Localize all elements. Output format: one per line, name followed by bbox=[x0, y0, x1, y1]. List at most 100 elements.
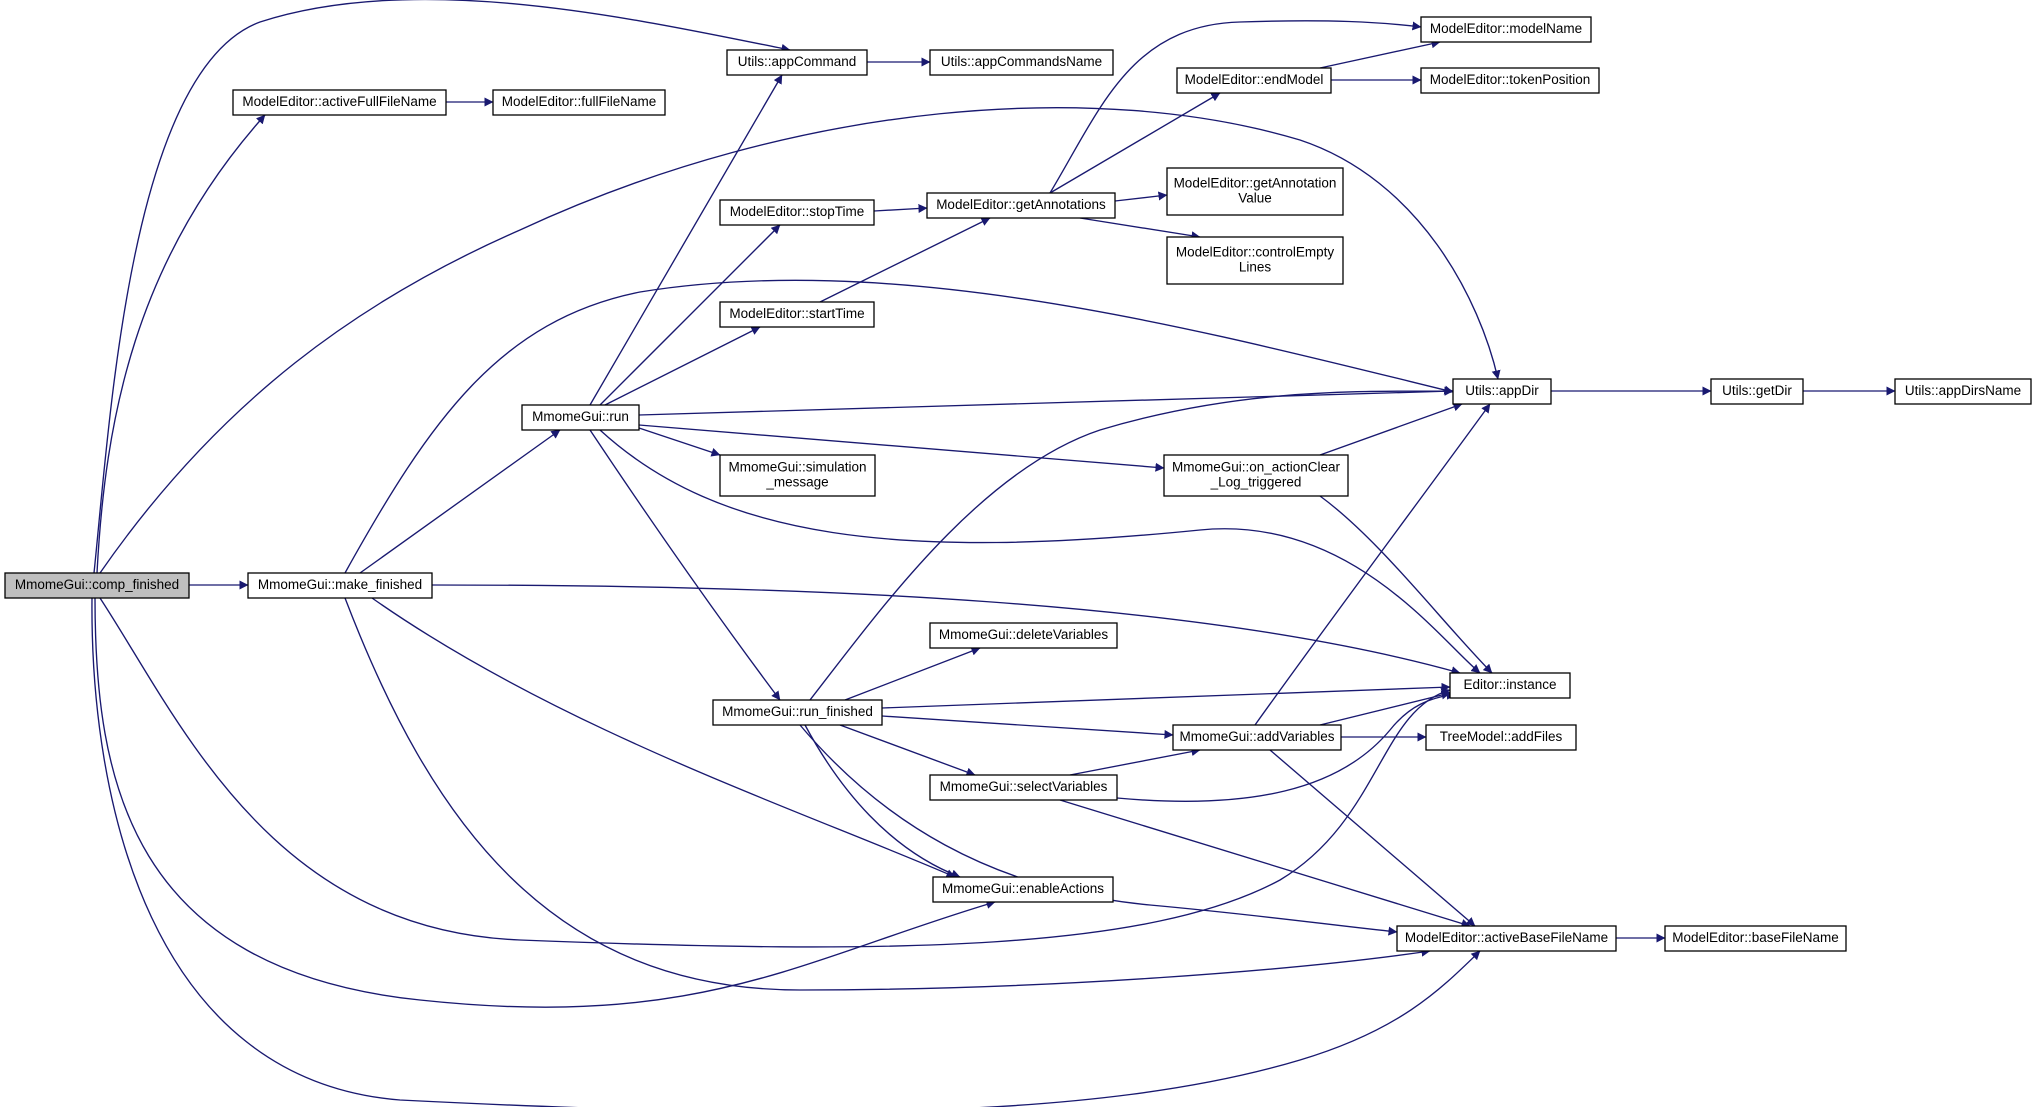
node-box bbox=[247, 572, 433, 599]
node-appCommand[interactable]: Utils::appCommand bbox=[726, 49, 868, 76]
node-label: MmomeGui::selectVariables bbox=[940, 779, 1108, 794]
edge-run_finished-to-addVariables bbox=[881, 715, 1174, 739]
node-label: MmomeGui::comp_finished bbox=[15, 577, 179, 592]
node-label: Utils::appDirsName bbox=[1905, 383, 2021, 398]
node-deleteVariables[interactable]: MmomeGui::deleteVariables bbox=[929, 622, 1118, 649]
node-label: MmomeGui::enableActions bbox=[942, 881, 1104, 896]
node-box bbox=[492, 89, 666, 116]
node-tokenPosition[interactable]: ModelEditor::tokenPosition bbox=[1420, 67, 1600, 94]
edge-run_finished-to-deleteVariables bbox=[844, 646, 981, 701]
node-endModel[interactable]: ModelEditor::endModel bbox=[1176, 67, 1332, 94]
edge-stopTime-to-getAnnotations bbox=[873, 203, 928, 213]
node-box bbox=[1166, 167, 1344, 216]
edge-run-to-editorInstance bbox=[599, 429, 1481, 674]
edge-run_finished-to-enableActions bbox=[804, 724, 961, 879]
node-box bbox=[1710, 378, 1804, 405]
edge-comp_finished-to-enableActions bbox=[94, 597, 996, 1008]
edge-make_finished-to-enableActions bbox=[371, 597, 956, 878]
node-box bbox=[1420, 67, 1600, 94]
node-label: ModelEditor::fullFileName bbox=[502, 94, 657, 109]
node-label: MmomeGui::make_finished bbox=[258, 577, 422, 592]
edge-comp_finished-to-activeFullFileName bbox=[96, 114, 266, 574]
node-box bbox=[926, 192, 1116, 219]
node-label: ModelEditor::startTime bbox=[729, 306, 864, 321]
node-label: Lines bbox=[1239, 260, 1272, 275]
edge-addVariables-to-editorInstance bbox=[1319, 690, 1451, 726]
node-comp_finished[interactable]: MmomeGui::comp_finished bbox=[4, 572, 190, 599]
node-on_actionClear[interactable]: MmomeGui::on_actionClear_Log_triggered bbox=[1163, 454, 1349, 497]
edge-run_finished-to-selectVariables bbox=[839, 724, 976, 777]
node-box bbox=[719, 301, 875, 328]
edge-getAnnotations-to-getAnnotationValue bbox=[1114, 191, 1168, 202]
node-box bbox=[929, 774, 1118, 801]
node-label: MmomeGui::on_actionClear bbox=[1172, 460, 1341, 475]
edge-addVariables-to-appDir bbox=[1254, 403, 1491, 726]
node-appCommandsName[interactable]: Utils::appCommandsName bbox=[929, 49, 1114, 76]
node-activeFullFileName[interactable]: ModelEditor::activeFullFileName bbox=[232, 89, 447, 116]
edge-selectVariables-to-editorInstance bbox=[1116, 690, 1456, 802]
node-label: ModelEditor::getAnnotation bbox=[1174, 176, 1337, 191]
node-label: ModelEditor::getAnnotations bbox=[936, 197, 1106, 212]
edge-run_finished-to-activeBaseFileName bbox=[799, 724, 1398, 936]
node-box bbox=[1425, 724, 1577, 751]
node-addFiles[interactable]: TreeModel::addFiles bbox=[1425, 724, 1577, 751]
node-box bbox=[929, 49, 1114, 76]
node-box bbox=[726, 49, 868, 76]
edge-endModel-to-modelName bbox=[1319, 39, 1441, 69]
node-box bbox=[1166, 236, 1344, 285]
node-fullFileName[interactable]: ModelEditor::fullFileName bbox=[492, 89, 666, 116]
node-getDir[interactable]: Utils::getDir bbox=[1710, 378, 1804, 405]
node-baseFileName[interactable]: ModelEditor::baseFileName bbox=[1664, 925, 1847, 952]
node-appDirsName[interactable]: Utils::appDirsName bbox=[1894, 378, 2032, 405]
edge-run-to-on_actionClear bbox=[638, 424, 1165, 472]
node-label: ModelEditor::activeBaseFileName bbox=[1405, 930, 1608, 945]
node-simulation_message[interactable]: MmomeGui::simulation_message bbox=[719, 454, 876, 497]
node-startTime[interactable]: ModelEditor::startTime bbox=[719, 301, 875, 328]
node-activeBaseFileName[interactable]: ModelEditor::activeBaseFileName bbox=[1396, 925, 1617, 952]
edges-layer bbox=[91, 0, 1896, 1107]
node-stopTime[interactable]: ModelEditor::stopTime bbox=[719, 199, 875, 226]
node-label: ModelEditor::modelName bbox=[1430, 21, 1582, 36]
node-label: Editor::instance bbox=[1463, 677, 1556, 692]
node-box bbox=[1452, 378, 1552, 405]
node-enableActions[interactable]: MmomeGui::enableActions bbox=[932, 876, 1114, 903]
node-box bbox=[712, 699, 883, 726]
node-label: ModelEditor::activeFullFileName bbox=[242, 94, 436, 109]
node-box bbox=[1396, 925, 1617, 952]
node-box bbox=[932, 876, 1114, 903]
edge-startTime-to-getAnnotations bbox=[819, 217, 991, 303]
node-run_finished[interactable]: MmomeGui::run_finished bbox=[712, 699, 883, 726]
edge-run-to-appDir bbox=[638, 386, 1454, 416]
node-box bbox=[1176, 67, 1332, 94]
edge-on_actionClear-to-appDir bbox=[1319, 402, 1463, 456]
node-label: Utils::appCommandsName bbox=[941, 54, 1102, 69]
node-modelName[interactable]: ModelEditor::modelName bbox=[1420, 16, 1592, 43]
edge-selectVariables-to-addVariables bbox=[1069, 747, 1201, 776]
edge-addVariables-to-activeBaseFileName bbox=[1269, 749, 1476, 927]
node-label: _Log_triggered bbox=[1210, 475, 1302, 490]
node-box bbox=[1449, 672, 1571, 699]
node-label: TreeModel::addFiles bbox=[1440, 729, 1563, 744]
node-label: Value bbox=[1238, 191, 1272, 206]
edge-comp_finished-to-appDir bbox=[99, 107, 1501, 574]
edge-comp_finished-to-appCommand bbox=[93, 0, 791, 574]
node-editorInstance[interactable]: Editor::instance bbox=[1449, 672, 1571, 699]
edge-run-to-startTime bbox=[604, 326, 761, 406]
node-label: ModelEditor::baseFileName bbox=[1672, 930, 1839, 945]
node-box bbox=[719, 199, 875, 226]
node-appDir[interactable]: Utils::appDir bbox=[1452, 378, 1552, 405]
node-addVariables[interactable]: MmomeGui::addVariables bbox=[1172, 724, 1342, 751]
node-selectVariables[interactable]: MmomeGui::selectVariables bbox=[929, 774, 1118, 801]
edge-on_actionClear-to-editorInstance bbox=[1319, 495, 1493, 674]
node-label: MmomeGui::addVariables bbox=[1179, 729, 1334, 744]
edge-run-to-appCommand bbox=[589, 74, 783, 406]
node-box bbox=[929, 622, 1118, 649]
node-make_finished[interactable]: MmomeGui::make_finished bbox=[247, 572, 433, 599]
node-run[interactable]: MmomeGui::run bbox=[521, 404, 640, 431]
node-label: ModelEditor::stopTime bbox=[730, 204, 865, 219]
node-label: ModelEditor::endModel bbox=[1185, 72, 1324, 87]
node-getAnnotations[interactable]: ModelEditor::getAnnotations bbox=[926, 192, 1116, 219]
